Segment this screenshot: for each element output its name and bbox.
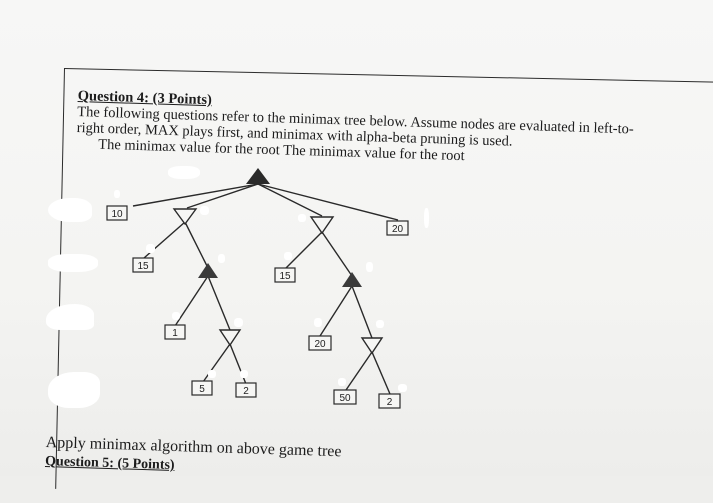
edge-maxl-min bbox=[207, 275, 231, 331]
edge-minl-a bbox=[202, 343, 231, 383]
leaf-box-20-top bbox=[386, 220, 409, 236]
edge-root-min2 bbox=[257, 183, 323, 217]
edge-root-min1 bbox=[186, 183, 259, 209]
max-node-right bbox=[342, 272, 362, 287]
leaf-box-5 bbox=[191, 380, 213, 396]
redaction-mark bbox=[46, 304, 94, 330]
redaction-mark bbox=[172, 312, 180, 320]
min-node-4 bbox=[360, 337, 384, 355]
edge-min2-left bbox=[285, 231, 323, 269]
leaf-box-20-bottom bbox=[308, 335, 332, 351]
redaction-mark bbox=[284, 252, 292, 260]
redaction-mark bbox=[298, 214, 306, 222]
leaf-value-15-left: 15 bbox=[137, 261, 149, 272]
redaction-mark bbox=[168, 166, 200, 179]
min-node-3 bbox=[218, 329, 242, 347]
leaf-value-2-left: 2 bbox=[243, 386, 249, 397]
leaf-box-1 bbox=[164, 324, 186, 340]
leaf-value-10: 10 bbox=[111, 209, 123, 220]
leaf-value-5: 5 bbox=[199, 384, 205, 395]
edge-min2-max bbox=[321, 231, 353, 277]
leaf-value-20-bottom: 20 bbox=[314, 339, 326, 350]
edge-root-left bbox=[132, 183, 259, 207]
leaf-value-15-right: 15 bbox=[279, 271, 291, 282]
redaction-mark bbox=[200, 206, 209, 215]
edge-minl-b bbox=[229, 343, 247, 385]
redaction-mark bbox=[208, 370, 216, 378]
leaf-value-2-right: 2 bbox=[387, 397, 393, 408]
redaction-mark bbox=[114, 190, 120, 198]
leaf-value-50: 50 bbox=[339, 393, 351, 404]
edge-maxr-min bbox=[351, 285, 373, 339]
leaf-box-50 bbox=[333, 389, 357, 405]
max-node-left bbox=[198, 263, 218, 278]
edge-min1-max bbox=[184, 221, 208, 267]
redaction-mark bbox=[48, 254, 98, 272]
edge-minr-b bbox=[371, 351, 391, 395]
edge-maxr-leaf bbox=[319, 285, 353, 337]
redaction-mark bbox=[48, 372, 100, 408]
redaction-mark bbox=[376, 320, 384, 328]
leaf-box-15-left bbox=[132, 257, 154, 273]
redaction-mark bbox=[48, 198, 92, 222]
min-node-2 bbox=[309, 216, 335, 235]
redaction-mark bbox=[398, 384, 407, 392]
leaf-box-2-left bbox=[235, 382, 257, 398]
edge-root-right bbox=[257, 183, 399, 221]
redaction-mark bbox=[146, 244, 155, 253]
root-max-node bbox=[246, 168, 270, 184]
leaf-box-10 bbox=[106, 205, 128, 221]
edge-maxl-leaf bbox=[174, 275, 209, 327]
min-node-1 bbox=[172, 208, 198, 226]
redaction-mark bbox=[234, 318, 243, 327]
leaf-value-1: 1 bbox=[172, 328, 178, 339]
minimax-tree: 10 20 15 15 1 20 5 2 50 2 bbox=[106, 168, 409, 409]
redaction-mark bbox=[240, 370, 248, 378]
redaction-mark bbox=[338, 378, 346, 386]
edge-minr-a bbox=[345, 351, 373, 391]
redaction-mark bbox=[314, 318, 322, 327]
redaction-mark bbox=[424, 208, 429, 228]
redaction-mark bbox=[218, 254, 225, 263]
leaf-box-15-right bbox=[274, 267, 296, 283]
leaf-value-20-top: 20 bbox=[392, 224, 404, 235]
redaction-mark bbox=[366, 262, 373, 272]
leaf-box-2-right bbox=[378, 393, 401, 409]
